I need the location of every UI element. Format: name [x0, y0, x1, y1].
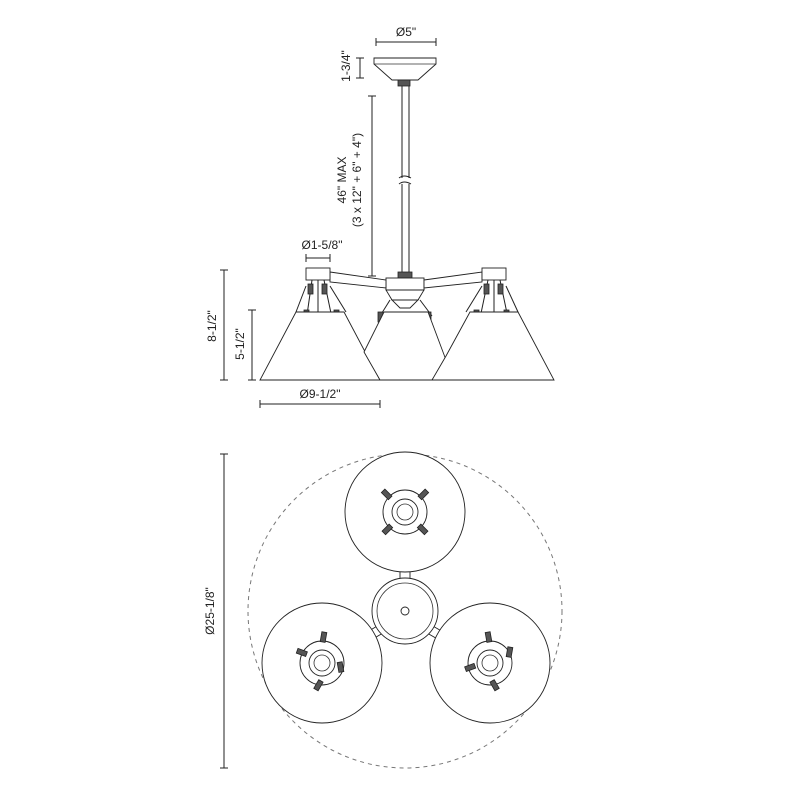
plan-view: Ø25-1/8" — [203, 451, 563, 769]
canopy-diameter-label: Ø5" — [396, 25, 416, 39]
dim-rod-length: 46" MAX (3 x 12" + 6" + 4") — [335, 95, 376, 277]
dim-overall-height: 8-1/2" — [205, 269, 228, 381]
plan-top-light — [344, 451, 466, 573]
plan-right-light — [429, 602, 551, 724]
dim-canopy-diameter: Ø5" — [375, 25, 437, 46]
overall-height-label: 8-1/2" — [205, 310, 219, 342]
right-light — [431, 267, 555, 381]
canopy — [373, 57, 437, 87]
socket-diameter-label: Ø1-5/8" — [302, 238, 343, 252]
shade-height-label: 5-1/2" — [233, 328, 247, 360]
center-hub — [385, 271, 425, 309]
center-light — [363, 299, 447, 381]
rod-length-label-line1: 46" MAX — [335, 157, 349, 204]
dim-canopy-height: 1-3/4" — [339, 50, 364, 82]
arms — [329, 271, 483, 289]
left-light — [259, 267, 381, 381]
overall-diameter-label: Ø25-1/8" — [203, 587, 217, 635]
dim-shade-diameter: Ø9-1/2" — [259, 387, 381, 408]
downrod — [398, 86, 412, 272]
plan-center-hub — [371, 577, 439, 645]
side-elevation: Ø5" 1-3/4" 46" MAX (3 x 12" + 6" + 4") Ø… — [205, 25, 555, 408]
canopy-height-label: 1-3/4" — [339, 50, 353, 82]
shade-diameter-label: Ø9-1/2" — [300, 387, 341, 401]
plan-left-light — [261, 602, 383, 724]
dim-socket-diameter: Ø1-5/8" — [302, 238, 343, 262]
dim-overall-diameter: Ø25-1/8" — [203, 453, 228, 769]
rod-length-label-line2: (3 x 12" + 6" + 4") — [350, 133, 364, 227]
dim-shade-height: 5-1/2" — [233, 309, 256, 381]
